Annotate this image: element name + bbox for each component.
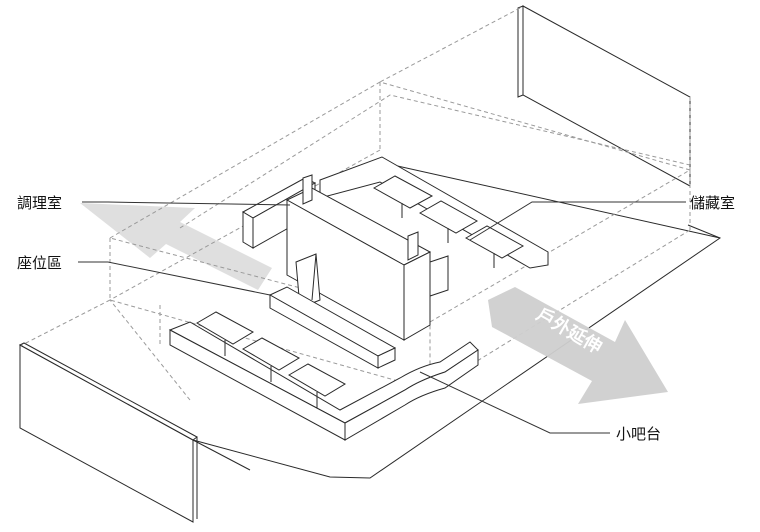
seating-counter <box>268 286 397 369</box>
leader-lines <box>78 201 686 434</box>
kitchen-block <box>285 174 449 341</box>
kitchen-label: 調理室 <box>17 194 62 212</box>
bar-label: 小吧台 <box>616 425 661 443</box>
seating-label: 座位區 <box>17 254 62 272</box>
seating-tables <box>196 311 347 408</box>
bar-platform <box>168 321 479 441</box>
storage-leader <box>469 201 686 241</box>
right-end-wall <box>517 5 691 187</box>
seating-leader <box>78 261 271 296</box>
storage-label: 儲藏室 <box>690 194 735 212</box>
left-end-wall <box>18 342 198 523</box>
bar-leader <box>419 371 610 434</box>
kitchen-leader <box>82 201 291 206</box>
outdoor-extension-arrow: 戶外延伸 <box>488 287 668 404</box>
